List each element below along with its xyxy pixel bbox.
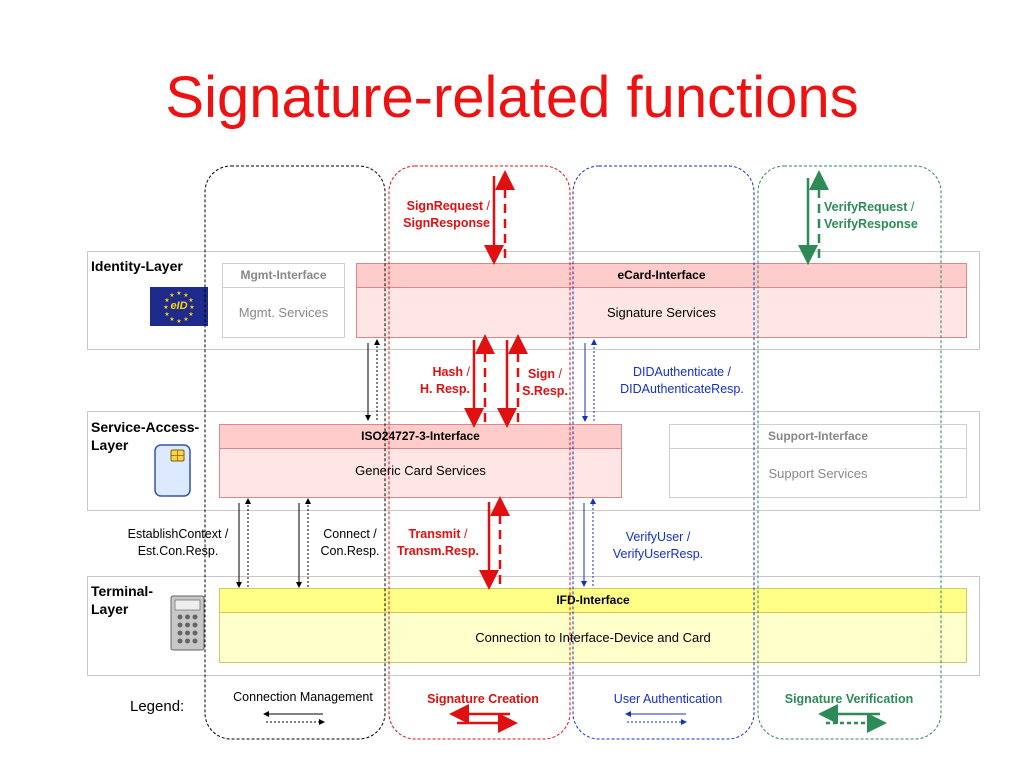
legend-connection-management: Connection Management: [233, 690, 373, 704]
generic-card-services-label: Generic Card Services: [355, 463, 486, 478]
establish-context-label: EstablishContext / Est.Con.Resp.: [127, 527, 229, 558]
ifd-interface-box: IFD-Interface Connection to Interface-De…: [219, 588, 967, 663]
svg-text:★: ★: [188, 297, 193, 304]
eid-logo-text: eID: [170, 300, 188, 312]
svg-text:★: ★: [164, 311, 169, 318]
sign-label: Sign / S.Resp.: [522, 367, 568, 398]
svg-text:★: ★: [176, 318, 181, 325]
iso24727-interface-box: ISO24727-3-Interface Generic Card Servic…: [219, 424, 622, 498]
signature-verification-column: [757, 165, 942, 740]
svg-text:★: ★: [169, 316, 174, 323]
service-access-layer-label: Service-Access- Layer: [91, 419, 200, 453]
support-interface-box: Support-Interface Support Services: [669, 424, 967, 498]
support-services-label: Support Services: [768, 465, 868, 481]
did-authenticate-label: DIDAuthenticate / DIDAuthenticateResp.: [620, 365, 744, 396]
sign-request-label: SignRequest / SignResponse: [403, 199, 490, 230]
signature-creation-column: [388, 165, 571, 740]
connection-management-column: [204, 165, 386, 740]
eu-stars-icon: ★★★ ★★★ ★★★ ★★★: [163, 290, 194, 325]
terminal-layer-label: Terminal- Layer: [91, 583, 153, 617]
iso24727-interface-header: ISO24727-3-Interface: [220, 425, 621, 449]
legend-label: Legend:: [130, 698, 185, 715]
ifd-interface-header: IFD-Interface: [220, 589, 966, 613]
eid-logo: ★★★ ★★★ ★★★ ★★★ eID: [150, 287, 208, 326]
transmit-label: Transmit / Transm.Resp.: [397, 527, 479, 558]
svg-text:★: ★: [188, 311, 193, 318]
mgmt-interface-box: Mgmt-Interface Mgmt. Services: [222, 263, 345, 338]
user-authentication-column: [572, 165, 755, 740]
legend-signature-creation: Signature Creation: [427, 692, 539, 706]
ecard-interface-header: eCard-Interface: [357, 264, 966, 288]
svg-text:★: ★: [164, 297, 169, 304]
svg-text:★: ★: [183, 292, 188, 299]
hash-label: Hash / H. Resp.: [419, 365, 470, 396]
svg-text:★: ★: [183, 316, 188, 323]
svg-text:★: ★: [176, 290, 181, 297]
connect-label: Connect / Con.Resp.: [320, 527, 380, 558]
support-interface-header: Support-Interface: [670, 425, 966, 449]
legend-signature-verification: Signature Verification: [784, 692, 914, 706]
page-title: Signature-related functions: [165, 65, 859, 130]
ecard-interface-box: eCard-Interface Signature Services: [356, 263, 967, 338]
card-terminal-icon: [170, 595, 205, 651]
mgmt-services-label: Mgmt. Services: [238, 305, 329, 320]
identity-layer-label: Identity-Layer: [91, 258, 183, 274]
verify-user-label: VerifyUser / VerifyUserResp.: [612, 530, 704, 561]
mgmt-interface-header: Mgmt-Interface: [223, 264, 344, 288]
signature-services-label: Signature Services: [606, 305, 717, 320]
svg-text:★: ★: [189, 304, 194, 311]
verify-request-label: VerifyRequest / VerifyResponse: [824, 200, 918, 231]
svg-text:★: ★: [163, 304, 168, 311]
smart-card-icon: [154, 444, 191, 497]
legend-user-authentication: User Authentication: [613, 692, 723, 706]
ifd-services-label: Connection to Interface-Device and Card: [475, 630, 711, 645]
svg-text:★: ★: [169, 292, 174, 299]
